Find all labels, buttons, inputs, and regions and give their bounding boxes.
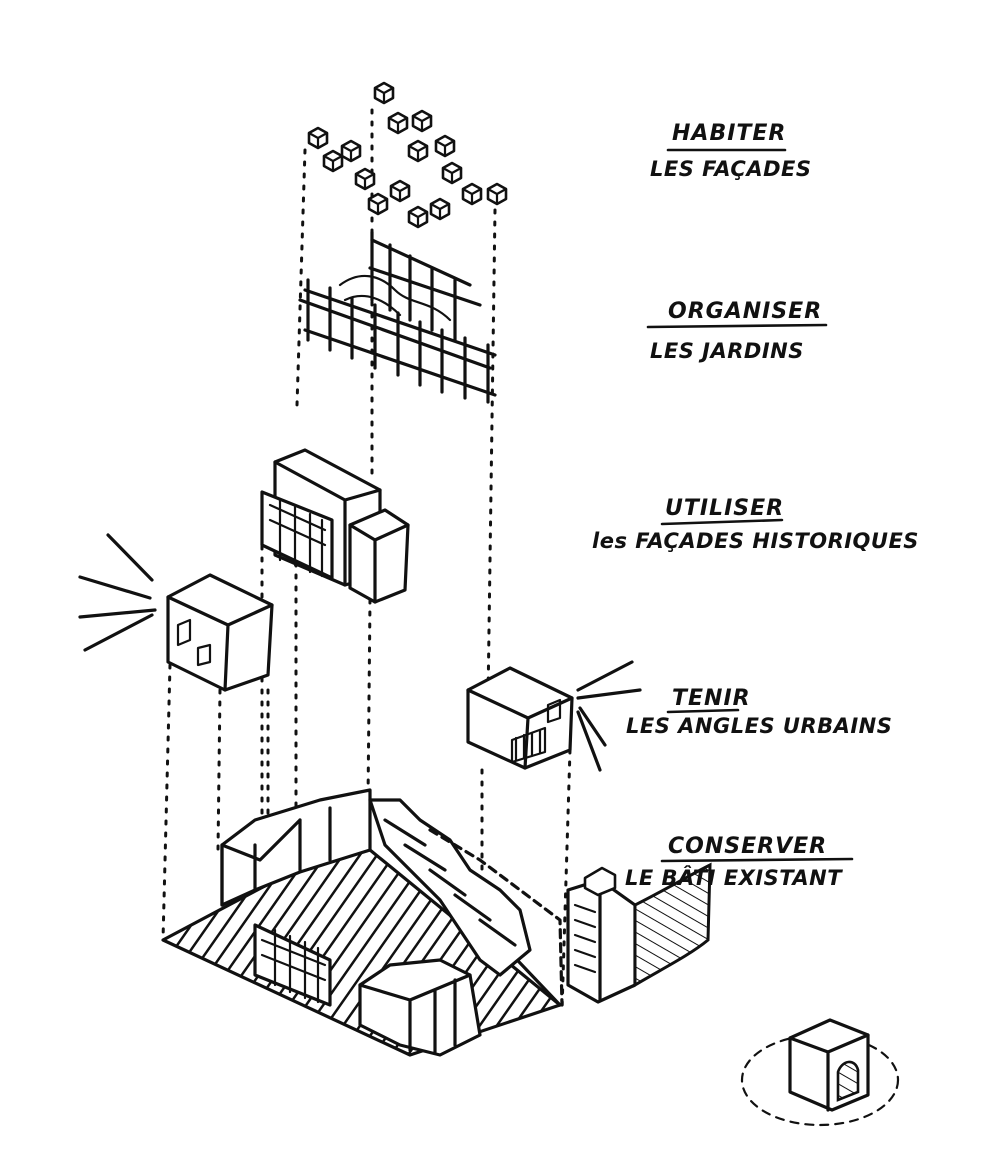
- layer-habiter-cubes: [307, 81, 508, 229]
- layer-tenir-left-block: [78, 533, 274, 692]
- label-tenir-subtitle: LES ANGLES URBAINS: [626, 714, 892, 738]
- label-organiser-title: ORGANISER: [668, 299, 822, 324]
- label-tenir-title: TENIR: [672, 686, 751, 711]
- label-habiter-title: HABITER: [672, 121, 786, 146]
- label-habiter: HABITER LES FAÇADES: [650, 121, 811, 181]
- label-utiliser-subtitle: les FAÇADES HISTORIQUES: [592, 529, 919, 553]
- label-utiliser-title: UTILISER: [665, 496, 784, 521]
- label-tenir: TENIR LES ANGLES URBAINS: [626, 686, 892, 738]
- conserver-side-sketch: [566, 862, 712, 1004]
- label-conserver-title: CONSERVER: [668, 834, 827, 859]
- label-organiser: ORGANISER LES JARDINS: [646, 299, 828, 363]
- gate-sketch: [740, 1018, 900, 1127]
- layer-organiser-gardens: [298, 230, 497, 404]
- label-utiliser: UTILISER les FAÇADES HISTORIQUES: [592, 496, 919, 553]
- layer-utiliser-block: [260, 448, 410, 604]
- label-conserver: CONSERVER LE BÂTI EXISTANT: [625, 834, 854, 890]
- label-conserver-subtitle: LE BÂTI EXISTANT: [625, 865, 843, 890]
- label-organiser-subtitle: LES JARDINS: [650, 339, 804, 363]
- layer-conserver-ground: [161, 788, 564, 1057]
- layer-tenir-right-block: [466, 660, 642, 772]
- label-habiter-subtitle: LES FAÇADES: [650, 157, 811, 181]
